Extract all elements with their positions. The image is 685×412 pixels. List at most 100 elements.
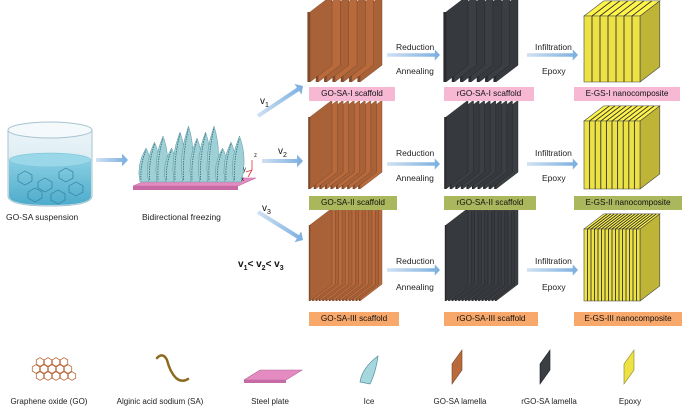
step-epoxy-2: Epoxy (542, 173, 566, 183)
bidirectional-freezing-icon (132, 125, 257, 190)
legend-label-epoxy: Epoxy (618, 397, 642, 406)
arrow-reduction-3-shape (387, 264, 440, 276)
lamella-line-top (591, 0, 613, 17)
go-flake (27, 187, 43, 203)
step-reduction-1: Reduction (396, 42, 435, 52)
alginic-acid-icon (155, 354, 190, 382)
arrow-suspension-to-freezing (96, 153, 128, 167)
lamella-line-top (601, 213, 622, 230)
lamella-edge (444, 117, 446, 189)
graphene-hexagon (35, 371, 45, 381)
lamella-line-top (631, 0, 653, 17)
rgo-sa-scaffold-3 (444, 207, 519, 302)
label-rgo-sa-iii-scaffold: rGO-SA-III scaffold (444, 312, 538, 326)
lamella-line-top (607, 0, 629, 17)
e-gs-nanocomposite-3 (583, 213, 661, 302)
freezing-steel-plate-edge (133, 186, 238, 190)
arrow-reduction-1 (387, 49, 440, 61)
go-sa-strand (199, 133, 206, 181)
lamella-line-top (611, 213, 633, 230)
lamella-edge (308, 225, 310, 301)
axis-y-label: y (243, 167, 246, 173)
label-e-gs-iii-nanocomposite: E-GS-III nanocomposite (574, 312, 682, 326)
lamella-line-top (599, 0, 621, 17)
arrow-reduction-2-shape (387, 158, 440, 170)
graphene-hexagon (59, 357, 69, 367)
go-sa-scaffold-1 (307, 0, 383, 83)
go-flake (37, 177, 53, 193)
lamella-line-top (625, 213, 647, 230)
rgo-sa-scaffold-2 (444, 99, 519, 190)
suspension-label: GO-SA suspension (6, 212, 79, 222)
go-sa-strand (140, 149, 147, 181)
go-sa-strand (208, 127, 215, 181)
lamella-line-top (617, 105, 638, 122)
graphene-hexagon (47, 364, 57, 374)
lamella-line-top (606, 105, 627, 122)
go-sa-strand (225, 143, 232, 181)
label-rgo-sa-ii-scaffold: rGO-SA-II scaffold (444, 196, 536, 210)
step-annealing-1: Annealing (396, 66, 434, 76)
legend-label-go-sa-lamella: GO-SA lamella (433, 397, 487, 406)
graphene-hexagon (43, 357, 53, 367)
lamella-line-top (636, 213, 657, 230)
steel-plate-icon (242, 369, 304, 381)
lamella-line-top (600, 105, 621, 122)
lamella-line-top (623, 0, 645, 17)
step-annealing-2: Annealing (396, 173, 434, 183)
arrow-infiltration-1 (527, 49, 578, 61)
legend-label-ice: Ice (363, 397, 375, 406)
beaker-rim (7, 121, 93, 139)
lamella-line-top (615, 0, 637, 17)
cube-front (583, 15, 641, 83)
arrow-infiltration-1-shape (527, 49, 578, 61)
velocity-v2: v2 (278, 146, 287, 159)
lamella-edge (308, 117, 310, 189)
go-sa-scaffold-3 (308, 207, 383, 302)
lamella-line-top (587, 213, 608, 230)
go-sa-strand (148, 143, 155, 181)
suspension-liquid (9, 160, 91, 205)
axis-x (247, 169, 253, 178)
label-go-sa-ii-scaffold: GO-SA-II scaffold (309, 196, 397, 210)
go-sa-strand (182, 127, 189, 181)
go-sa-strand (157, 137, 164, 181)
lamella-line-top (590, 213, 612, 230)
axis-indicator-icon (245, 160, 253, 178)
liquid-surface (8, 152, 92, 168)
label-go-sa-iii-scaffold: GO-SA-III scaffold (309, 312, 399, 326)
graphene-hexagon (35, 357, 45, 367)
arrow-infiltration-2 (527, 158, 578, 170)
ice-icon (359, 355, 379, 385)
lamella-line-top (604, 213, 626, 230)
step-reduction-2: Reduction (396, 148, 435, 158)
arrow-infiltration-3 (527, 264, 578, 276)
lamella-line-top (608, 213, 629, 230)
lamella-line-top (589, 105, 610, 122)
lamella-line-top (634, 105, 655, 122)
step-annealing-3: Annealing (396, 282, 434, 292)
lamella-line-top (594, 213, 615, 230)
velocity-v1: v1 (260, 96, 269, 109)
beaker-icon (7, 121, 93, 207)
lamella-line-top (622, 105, 644, 122)
freezing-label: Bidirectional freezing (142, 212, 221, 222)
ice-crystal (232, 135, 245, 183)
legend-label-rgo-sa-lamella: rGO-SA lamella (521, 397, 577, 406)
velocity-relation: v1< v2< v3 (238, 259, 284, 272)
arrow-v1 (256, 84, 304, 118)
rgo-sa-lamella-icon (539, 349, 551, 385)
lamella-line-top (615, 213, 636, 230)
arrow-v3-shape (256, 210, 304, 243)
lamella-line-top (628, 105, 649, 122)
axis-x-label: x (241, 177, 244, 183)
arrow-v3 (256, 210, 304, 243)
go-sa-strand (174, 133, 181, 181)
rgo-sa-scaffold-1 (443, 0, 519, 83)
e-gs-nanocomposite-2 (583, 105, 661, 190)
legend-label-steel-plate: Steel plate (251, 397, 289, 406)
go-flake (50, 189, 66, 205)
arrow-infiltration-2-shape (527, 158, 578, 170)
step-infiltration-1: Infiltration (535, 42, 572, 52)
